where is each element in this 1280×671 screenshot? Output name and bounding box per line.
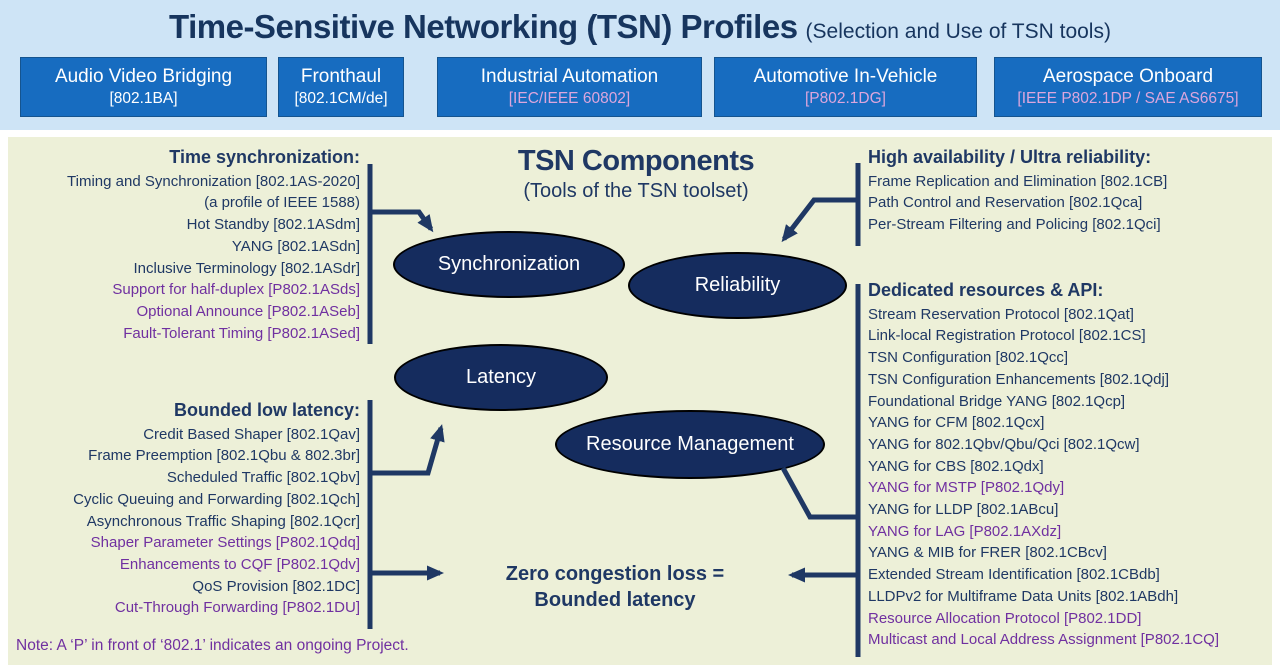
components-subtitle: (Tools of the TSN toolset) bbox=[523, 180, 749, 202]
list-item: Link-local Registration Protocol [802.1C… bbox=[868, 327, 1146, 345]
list-item: LLDPv2 for Multiframe Data Units [802.1A… bbox=[868, 587, 1179, 605]
list-item: Stream Reservation Protocol [802.1Qat] bbox=[868, 305, 1134, 323]
profile-name: Automotive In-Vehicle bbox=[753, 66, 938, 88]
list-item: Multicast and Local Address Assignment [… bbox=[868, 631, 1220, 649]
ongoing-project-note: Note: A ‘P’ in front of ‘802.1’ indicate… bbox=[16, 637, 409, 654]
list-item: Resource Allocation Protocol [P802.1DD] bbox=[868, 609, 1142, 627]
high-availability-list: High availability / Ultra reliability: F… bbox=[868, 147, 1270, 236]
list-item: QoS Provision [802.1DC] bbox=[192, 577, 360, 595]
profile-standard-code: [802.1BA] bbox=[109, 90, 178, 108]
dedicated-resources-items: Stream Reservation Protocol [802.1Qat] Li… bbox=[868, 304, 1270, 651]
node-synchronization-label: Synchronization bbox=[437, 253, 581, 275]
components-title: TSN Components bbox=[517, 145, 755, 177]
profile-standard-code: [802.1CM/de] bbox=[294, 90, 388, 108]
node-latency: Latency bbox=[394, 344, 608, 411]
list-item: YANG [802.1ASdn] bbox=[231, 237, 360, 255]
list-item: TSN Configuration Enhancements [802.1Qdj… bbox=[868, 370, 1170, 388]
list-item: Frame Replication and Elimination [802.1… bbox=[868, 172, 1168, 190]
list-item: YANG for LAG [P802.1AXdz] bbox=[868, 522, 1062, 540]
page-subtitle: (Selection and Use of TSN tools) bbox=[805, 20, 1111, 43]
list-item: Fault-Tolerant Timing [P802.1ASed] bbox=[123, 324, 360, 342]
list-item: Path Control and Reservation [802.1Qca] bbox=[868, 194, 1143, 212]
profile-box-automotive-in-vehicle: Automotive In-Vehicle [P802.1DG] bbox=[714, 57, 977, 117]
profile-box-fronthaul: Fronthaul [802.1CM/de] bbox=[278, 57, 404, 117]
dedicated-resources-heading: Dedicated resources & API: bbox=[868, 280, 1104, 300]
list-item: Enhancements to CQF [P802.1Qdv] bbox=[119, 555, 360, 573]
node-reliability-label: Reliability bbox=[694, 274, 781, 296]
bounded-low-latency-heading: Bounded low latency: bbox=[173, 400, 360, 420]
node-latency-label: Latency bbox=[465, 366, 537, 388]
node-resource-management-label: Resource Management bbox=[586, 433, 794, 455]
list-item: Scheduled Traffic [802.1Qbv] bbox=[166, 469, 360, 487]
profile-standard-code: [P802.1DG] bbox=[805, 90, 886, 108]
list-item: Frame Preemption [802.1Qbu & 802.3br] bbox=[88, 447, 360, 465]
zero-congestion-loss-caption: Zero congestion loss = Bounded latency bbox=[455, 561, 775, 613]
node-synchronization: Synchronization bbox=[393, 231, 625, 298]
list-item: Asynchronous Traffic Shaping [802.1Qcr] bbox=[86, 512, 360, 530]
profile-standard-code: [IEEE P802.1DP / SAE AS6675] bbox=[1017, 90, 1239, 108]
list-item: Shaper Parameter Settings [P802.1Qdq] bbox=[90, 534, 360, 552]
profile-standard-code: [IEC/IEEE 60802] bbox=[508, 90, 631, 108]
time-synchronization-list: Time synchronization: Timing and Synchro… bbox=[14, 147, 360, 344]
list-item: (a profile of IEEE 1588) bbox=[204, 194, 360, 212]
high-availability-items: Frame Replication and Elimination [802.1… bbox=[868, 171, 1270, 236]
list-item: Timing and Synchronization [802.1AS-2020… bbox=[67, 172, 360, 190]
node-resource-management: Resource Management bbox=[555, 410, 825, 479]
list-item: Cyclic Queuing and Forwarding [802.1Qch] bbox=[73, 490, 360, 508]
page-title: Time-Sensitive Networking (TSN) Profiles bbox=[169, 8, 798, 45]
zero-congestion-line2: Bounded latency bbox=[534, 589, 696, 611]
list-item: Hot Standby [802.1ASdm] bbox=[186, 216, 360, 234]
list-item: TSN Configuration [802.1Qcc] bbox=[868, 349, 1069, 367]
list-item: YANG for MSTP [P802.1Qdy] bbox=[868, 479, 1065, 497]
profile-name: Aerospace Onboard bbox=[1042, 66, 1214, 88]
list-item: YANG for CFM [802.1Qcx] bbox=[868, 414, 1045, 432]
list-item: YANG for LLDP [802.1ABcu] bbox=[868, 501, 1059, 519]
banner: Time-Sensitive Networking (TSN) Profiles… bbox=[0, 0, 1280, 130]
profile-name: Audio Video Bridging bbox=[54, 66, 233, 88]
profile-name: Fronthaul bbox=[300, 66, 382, 88]
profile-box-audio-video-bridging: Audio Video Bridging [802.1BA] bbox=[20, 57, 267, 117]
profile-box-industrial-automation: Industrial Automation [IEC/IEEE 60802] bbox=[437, 57, 702, 117]
profile-box-aerospace-onboard: Aerospace Onboard [IEEE P802.1DP / SAE AS… bbox=[994, 57, 1262, 117]
list-item: Credit Based Shaper [802.1Qav] bbox=[143, 425, 360, 443]
time-synchronization-items: Timing and Synchronization [802.1AS-2020… bbox=[14, 171, 360, 345]
list-item: Extended Stream Identification [802.1CBd… bbox=[868, 566, 1160, 584]
profile-name: Industrial Automation bbox=[480, 66, 659, 88]
zero-congestion-line1: Zero congestion loss = bbox=[505, 563, 725, 585]
node-reliability: Reliability bbox=[628, 252, 847, 319]
banner-title-row: Time-Sensitive Networking (TSN) Profiles… bbox=[0, 8, 1280, 46]
bounded-low-latency-list: Bounded low latency: Credit Based Shaper… bbox=[14, 400, 360, 619]
list-item: Optional Announce [P802.1ASeb] bbox=[136, 302, 360, 320]
bounded-low-latency-items: Credit Based Shaper [802.1Qav] Frame Pree… bbox=[14, 424, 360, 619]
list-item: YANG & MIB for FRER [802.1CBcv] bbox=[868, 544, 1107, 562]
components-panel bbox=[8, 137, 1272, 665]
list-item: Inclusive Terminology [802.1ASdr] bbox=[133, 259, 360, 277]
components-title-block: TSN Components (Tools of the TSN toolset… bbox=[456, 145, 816, 203]
list-item: Foundational Bridge YANG [802.1Qcp] bbox=[868, 392, 1126, 410]
high-availability-heading: High availability / Ultra reliability: bbox=[868, 147, 1152, 167]
list-item: Cut-Through Forwarding [P802.1DU] bbox=[114, 599, 360, 617]
list-item: Support for half-duplex [P802.1ASds] bbox=[112, 281, 360, 299]
dedicated-resources-list: Dedicated resources & API: Stream Reserv… bbox=[868, 280, 1270, 651]
list-item: YANG for CBS [802.1Qdx] bbox=[868, 457, 1044, 475]
list-item: YANG for 802.1Qbv/Qbu/Qci [802.1Qcw] bbox=[868, 435, 1140, 453]
time-synchronization-heading: Time synchronization: bbox=[169, 147, 360, 167]
list-item: Per-Stream Filtering and Policing [802.1… bbox=[868, 216, 1161, 234]
